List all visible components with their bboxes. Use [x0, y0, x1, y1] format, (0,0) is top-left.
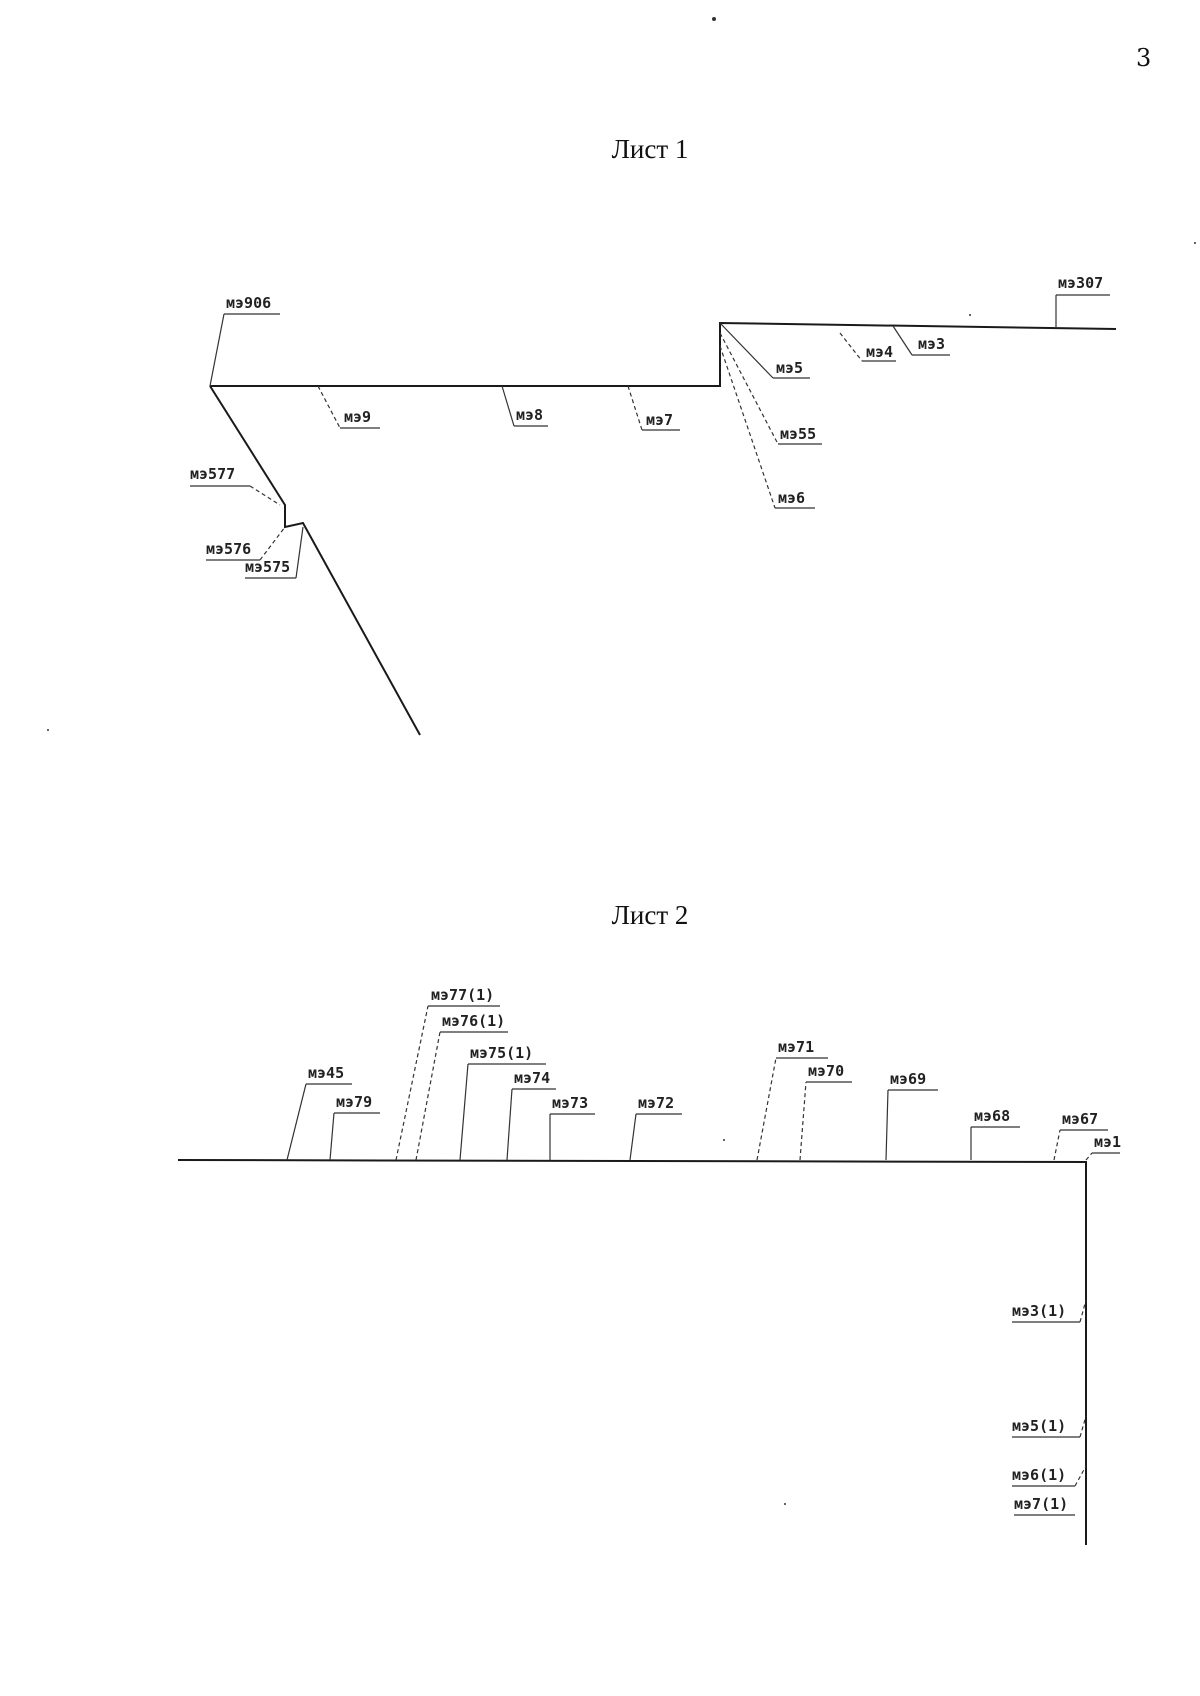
mz72-leader	[629, 1113, 637, 1161]
sheet-1-diagonal-route	[209, 385, 421, 736]
label-mz68: мэ68	[974, 1107, 1010, 1125]
label-mz70: мэ70	[808, 1062, 844, 1080]
label-mz55: мэ55	[780, 425, 816, 443]
mz7-leader	[627, 385, 643, 431]
page-number: 3	[1136, 44, 1152, 72]
sheet-2-title: Лист 2	[611, 900, 689, 930]
label-mz77-1: мэ77(1)	[431, 986, 494, 1004]
mz70-leader	[799, 1081, 807, 1161]
mz79-leader	[329, 1112, 335, 1161]
mz1-leader	[1085, 1152, 1093, 1161]
label-mz76-1: мэ76(1)	[442, 1012, 505, 1030]
label-mz67: мэ67	[1062, 1110, 1098, 1128]
sheet-1-main-route	[210, 321, 1117, 387]
label-mz5: мэ5	[776, 359, 803, 377]
sheet-1-diagram: мэ906 мэ307 мэ3 мэ4 мэ5 мэ55 мэ6 мэ9 мэ8…	[47, 17, 1196, 736]
mz74-leader	[506, 1088, 513, 1161]
label-mz906: мэ906	[226, 294, 271, 312]
label-mz577: мэ577	[190, 465, 235, 483]
label-mz6-1: мэ6(1)	[1012, 1466, 1066, 1484]
mz76-leader	[415, 1031, 441, 1161]
label-mz9: мэ9	[344, 408, 371, 426]
label-mz3: мэ3	[918, 335, 945, 353]
mz5-leader	[719, 322, 774, 379]
mz8-leader	[501, 385, 515, 427]
label-mz74: мэ74	[514, 1069, 550, 1087]
mz75-leader	[459, 1063, 469, 1161]
mz77-leader	[395, 1005, 429, 1161]
mz3-leader	[892, 325, 913, 356]
label-mz575: мэ575	[245, 558, 290, 576]
label-mz3-1: мэ3(1)	[1012, 1302, 1066, 1320]
label-mz8: мэ8	[516, 406, 543, 424]
mz67-leader	[1053, 1129, 1061, 1161]
label-mz69: мэ69	[890, 1070, 926, 1088]
label-mz72: мэ72	[638, 1094, 674, 1112]
mz6-leader	[719, 345, 776, 509]
label-mz1: мэ1	[1094, 1133, 1121, 1151]
label-mz45: мэ45	[308, 1064, 344, 1082]
mz71-leader	[756, 1057, 777, 1161]
label-mz71: мэ71	[778, 1038, 814, 1056]
label-mz4: мэ4	[866, 343, 893, 361]
sheet-1-title: Лист 1	[611, 134, 689, 164]
mz45-leader	[286, 1083, 307, 1161]
mz69-leader	[885, 1089, 889, 1161]
mz906-leader	[209, 313, 225, 387]
sheet-2-main-route	[177, 1159, 1087, 1545]
label-mz307: мэ307	[1058, 274, 1103, 292]
label-mz6: мэ6	[778, 489, 805, 507]
label-mz75-1: мэ75(1)	[470, 1044, 533, 1062]
label-mz73: мэ73	[552, 1094, 588, 1112]
label-mz576: мэ576	[206, 540, 251, 558]
label-mz7-1: мэ7(1)	[1014, 1495, 1068, 1513]
label-mz5-1: мэ5(1)	[1012, 1417, 1066, 1435]
label-mz7: мэ7	[646, 411, 673, 429]
mz9-leader	[317, 385, 341, 429]
label-mz79: мэ79	[336, 1093, 372, 1111]
mz4-leader	[839, 332, 863, 362]
